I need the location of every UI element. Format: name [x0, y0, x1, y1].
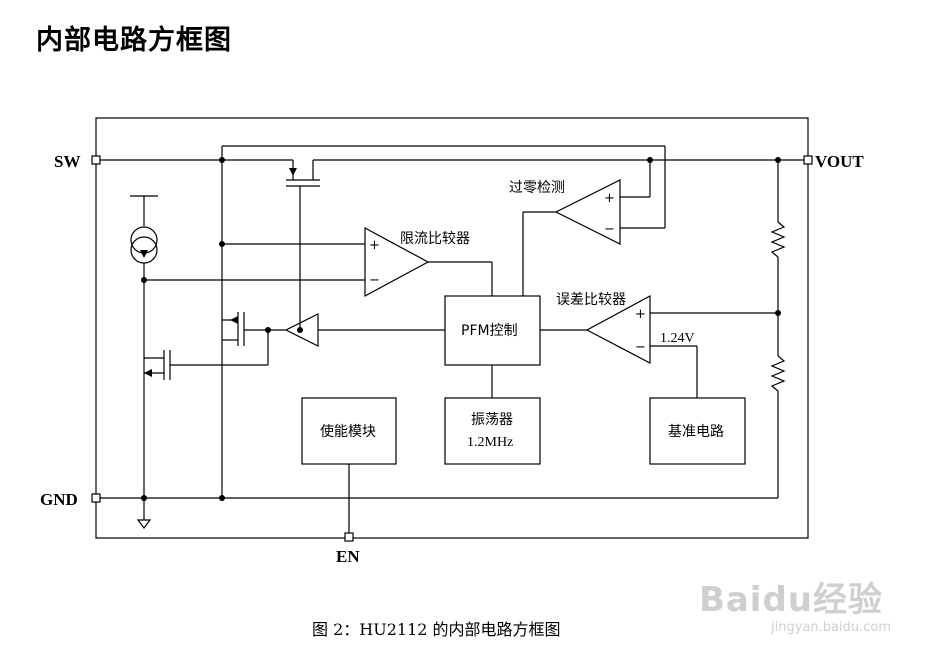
zero-detect-comparator [554, 179, 621, 245]
limit-minus-sign: − [369, 273, 380, 288]
error-comparator [585, 294, 651, 364]
error-plus-sign: + [635, 307, 646, 322]
pfm-control-label: PFM控制 [461, 323, 518, 339]
pin-en [344, 532, 354, 542]
zero-detect-label: 过零检测 [509, 180, 565, 196]
pin-en-label: EN [336, 547, 360, 566]
chip-outline [95, 117, 809, 539]
oscillator-frequency-label: 1.2MHz [467, 435, 513, 450]
pin-sw [91, 155, 101, 165]
reference-circuit-label: 基准电路 [668, 423, 724, 440]
zero-plus-sign: + [604, 191, 615, 206]
watermark-logo: Baidu经验 [698, 580, 883, 620]
oscillator-label: 振荡器 [471, 412, 513, 428]
pin-vout-label: VOUT [815, 152, 864, 171]
watermark-url: jingyan.baidu.com [771, 620, 891, 635]
limit-plus-sign: + [369, 238, 380, 253]
reference-voltage-label: 1.24V [660, 331, 695, 346]
figure-caption: 图 2：HU2112 的内部电路方框图 [312, 620, 561, 639]
zero-minus-sign: − [604, 222, 615, 237]
enable-module-label: 使能模块 [320, 423, 376, 440]
error-minus-sign: − [635, 340, 646, 355]
current-limit-comparator [364, 226, 430, 298]
pfm-control-block [444, 295, 541, 366]
pin-gnd-label: GND [40, 490, 78, 509]
pin-gnd [91, 493, 101, 503]
pin-vout [803, 155, 813, 165]
error-comparator-label: 误差比较器 [556, 292, 626, 308]
current-limit-label: 限流比较器 [400, 231, 470, 247]
pin-sw-label: SW [54, 152, 80, 171]
page-title: 内部电路方框图 [36, 25, 232, 56]
oscillator-block [444, 397, 541, 465]
reference-circuit-block [649, 397, 746, 465]
enable-module-block [301, 397, 397, 465]
watermark: Baidu经验 jingyan.baidu.com [698, 572, 891, 635]
